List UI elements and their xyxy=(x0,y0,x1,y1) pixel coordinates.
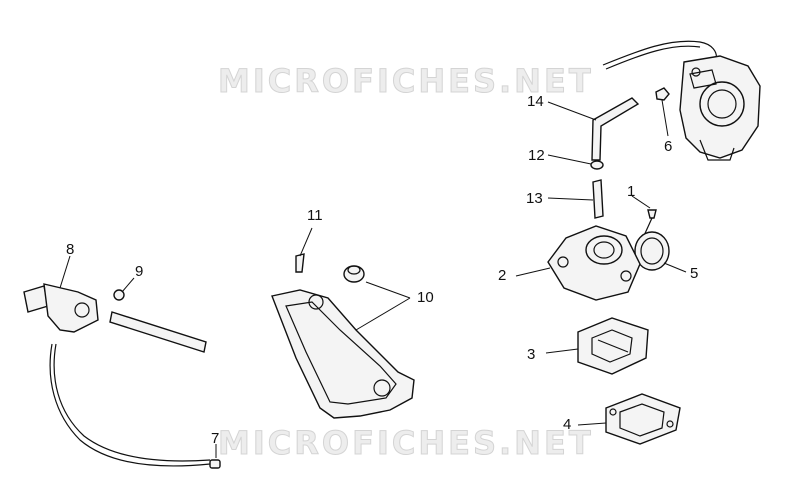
callout-3: 3 xyxy=(527,346,536,363)
cover-plate-part-10 xyxy=(271,289,415,419)
watermark-top: MICROFICHES.NET xyxy=(218,62,594,101)
strip-part-13 xyxy=(547,179,604,219)
callout-10: 10 xyxy=(417,289,434,306)
clamp-part-9 xyxy=(113,277,135,301)
callout-14: 14 xyxy=(527,93,544,110)
carburetor xyxy=(602,40,761,161)
callout-5: 5 xyxy=(690,265,699,282)
screw-part-1 xyxy=(631,195,657,241)
fuel-hose-long xyxy=(49,343,211,467)
callout-13: 13 xyxy=(526,190,543,207)
clamp-ring-part-5 xyxy=(634,231,687,273)
callout-12: 12 xyxy=(528,147,545,164)
plug-part-10 xyxy=(343,265,411,299)
callout-6: 6 xyxy=(664,138,673,155)
intake-manifold-part-2 xyxy=(515,225,641,301)
hose-part-14 xyxy=(547,97,640,161)
callout-1: 1 xyxy=(627,183,636,200)
gasket-part-4 xyxy=(577,393,681,445)
callout-8: 8 xyxy=(66,241,75,258)
clamp-part-12 xyxy=(547,154,604,170)
watermark-bottom: MICROFICHES.NET xyxy=(218,424,594,463)
filter-part-7 xyxy=(209,444,221,469)
callout-4: 4 xyxy=(563,416,572,433)
fuel-tap-part-8 xyxy=(23,255,99,333)
callout-11: 11 xyxy=(307,207,323,224)
clip-part-6 xyxy=(655,87,670,137)
callout-2: 2 xyxy=(498,267,507,284)
fuel-hose-short xyxy=(109,311,207,353)
reed-valve-part-3 xyxy=(545,317,649,375)
bolt-part-11 xyxy=(295,227,313,273)
callout-7: 7 xyxy=(211,430,220,447)
callout-9: 9 xyxy=(135,263,144,280)
